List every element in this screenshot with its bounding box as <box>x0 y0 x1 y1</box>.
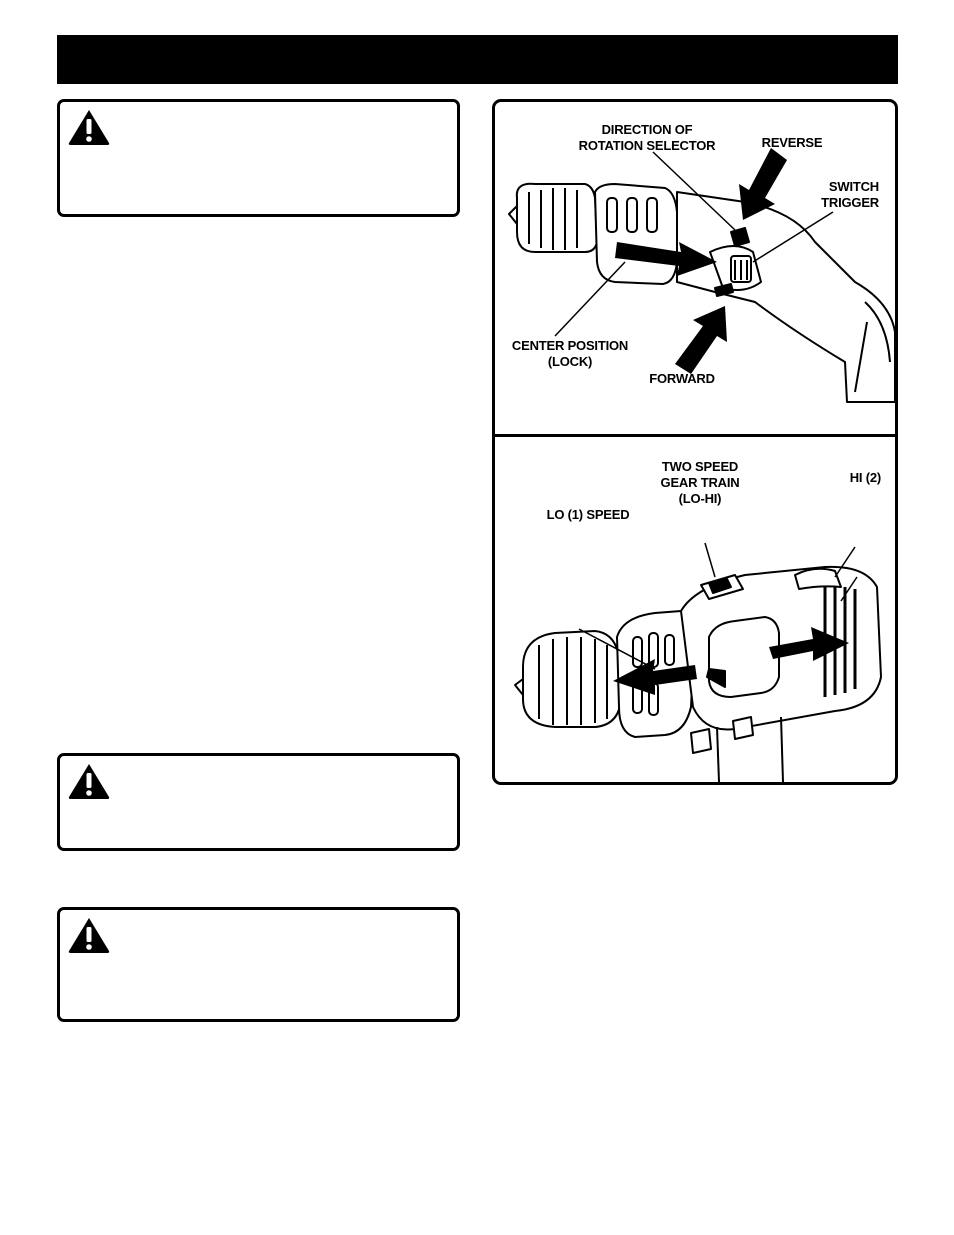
warning-triangle-icon <box>68 918 110 953</box>
reverse-label: REVERSE <box>761 135 823 150</box>
section-header-bar <box>57 35 898 84</box>
warning-box-2 <box>57 753 460 851</box>
lo-speed-label: LO (1) SPEED <box>546 507 630 522</box>
figure-divider <box>495 434 895 437</box>
drill-figure-frame: DIRECTION OF ROTATION SELECTOR REVERSE S… <box>492 99 898 785</box>
center-position-label: CENTER POSITION (LOCK) <box>511 338 629 369</box>
switch-trigger-label: SWITCH TRIGGER <box>821 179 879 210</box>
hi-speed-label: HI (2) <box>849 470 882 485</box>
warning-box-3 <box>57 907 460 1022</box>
drill-top-illustration <box>514 542 882 782</box>
warning-triangle-icon <box>68 110 110 145</box>
direction-selector-label: DIRECTION OF ROTATION SELECTOR <box>578 122 716 153</box>
warning-box-1 <box>57 99 460 217</box>
drill-side-illustration <box>508 148 895 403</box>
warning-triangle-icon <box>68 764 110 799</box>
forward-label: FORWARD <box>649 371 715 386</box>
two-speed-gear-train-label: TWO SPEED GEAR TRAIN (LO-HI) <box>660 459 740 506</box>
